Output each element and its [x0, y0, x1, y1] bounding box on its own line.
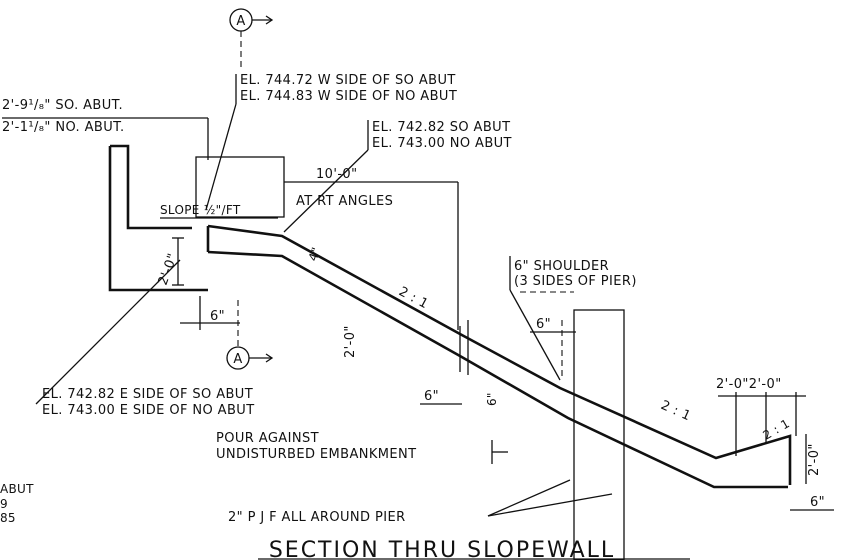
fragment-abut: ABUT [0, 482, 34, 496]
pjf-note: 2" P J F ALL AROUND PIER [228, 479, 613, 525]
dim-6-low: 6" [485, 392, 499, 406]
note-el-e-side-so: EL. 742.82 E SIDE OF SO ABUT [42, 387, 253, 402]
notes-elevation-abut: EL. 742.82 SO ABUT EL. 743.00 NO ABUT [283, 120, 512, 233]
note-el-w-side-no: EL. 744.83 W SIDE OF NO ABUT [240, 89, 457, 104]
shoulder-note: 6" SHOULDER (3 SIDES OF PIER) [509, 256, 637, 381]
notes-elevation-east: EL. 742.82 E SIDE OF SO ABUT EL. 743.00 … [35, 259, 255, 418]
dimension-mid-2-0: 2'-0" [343, 325, 358, 358]
section-title: SECTION THRU SLOPEWALL [269, 538, 615, 560]
dim-2-0-mid: 2'-0" [343, 325, 358, 358]
note-el-e-side-no: EL. 743.00 E SIDE OF NO ABUT [42, 403, 255, 418]
dim-2-0-right: 2'-0" [807, 443, 822, 476]
abutment-wall [108, 144, 285, 292]
note-el-w-side-so: EL. 744.72 W SIDE OF SO ABUT [240, 73, 456, 88]
dim-4: 4" [306, 245, 324, 263]
slope-label: SLOPE ½"/FT [160, 203, 241, 217]
dim-6-right: 6" [810, 495, 825, 510]
note-abut-width-so: 2'-9¹/₈" SO. ABUT. [2, 98, 123, 113]
section-cut-marker-top: A [229, 8, 274, 70]
section-cut-label-bottom: A [233, 352, 242, 367]
note-el-no-abut: EL. 743.00 NO ABUT [372, 136, 512, 151]
slopewall-slab [206, 224, 792, 560]
fragment-9: 9 [0, 497, 8, 511]
pour-label-2: UNDISTURBED EMBANKMENT [216, 447, 417, 462]
note-el-so-abut: EL. 742.82 SO ABUT [372, 120, 510, 135]
dim-6-left: 6" [210, 309, 225, 324]
notes-top-left: 2'-9¹/₈" SO. ABUT. 2'-1¹/₈" NO. ABUT. [2, 98, 209, 160]
slope-2-1-b: 2 : 1 [658, 398, 693, 424]
dim-2-0-2-0: 2'-0"2'-0" [716, 377, 782, 392]
dimension-10-0: 10'-0" AT RT ANGLES [284, 167, 459, 330]
note-abut-width-no: 2'-1¹/₈" NO. ABUT. [2, 120, 124, 135]
at-rt-angles-label: AT RT ANGLES [296, 194, 393, 209]
dim-6-pier: 6" [536, 317, 551, 332]
notes-elevation-west: EL. 744.72 W SIDE OF SO ABUT EL. 744.83 … [205, 73, 457, 211]
pour-label-1: POUR AGAINST [216, 431, 319, 446]
title-block: SECTION THRU SLOPEWALL [258, 538, 690, 560]
pjf-label: 2" P J F ALL AROUND PIER [228, 510, 406, 525]
dimension-mid-6: 6" 6" [420, 389, 499, 406]
dimension-pier-6: 6" [530, 317, 576, 333]
dim-6-mid: 6" [424, 389, 439, 404]
shoulder-label-2: (3 SIDES OF PIER) [514, 274, 637, 289]
cropped-note-fragment: ABUT 9 85 [0, 482, 34, 525]
slope-2-1-c: 2 : 1 [761, 416, 793, 442]
slope-note: SLOPE ½"/FT [160, 203, 278, 219]
dimension-left-6: 6" [180, 296, 240, 330]
dim-10-0-label: 10'-0" [316, 167, 357, 182]
slope-ratio-lower: 2 : 1 [658, 398, 693, 424]
pour-note: POUR AGAINST UNDISTURBED EMBANKMENT [216, 431, 508, 464]
dim-2-0-left: 2'-0" [156, 251, 181, 287]
section-cut-marker-bottom: A [226, 300, 274, 370]
section-cut-label-top: A [236, 14, 245, 29]
dimension-right-side: 2'-0" 6" [790, 434, 834, 511]
fragment-85: 85 [0, 511, 16, 525]
shoulder-label-1: 6" SHOULDER [514, 259, 609, 274]
